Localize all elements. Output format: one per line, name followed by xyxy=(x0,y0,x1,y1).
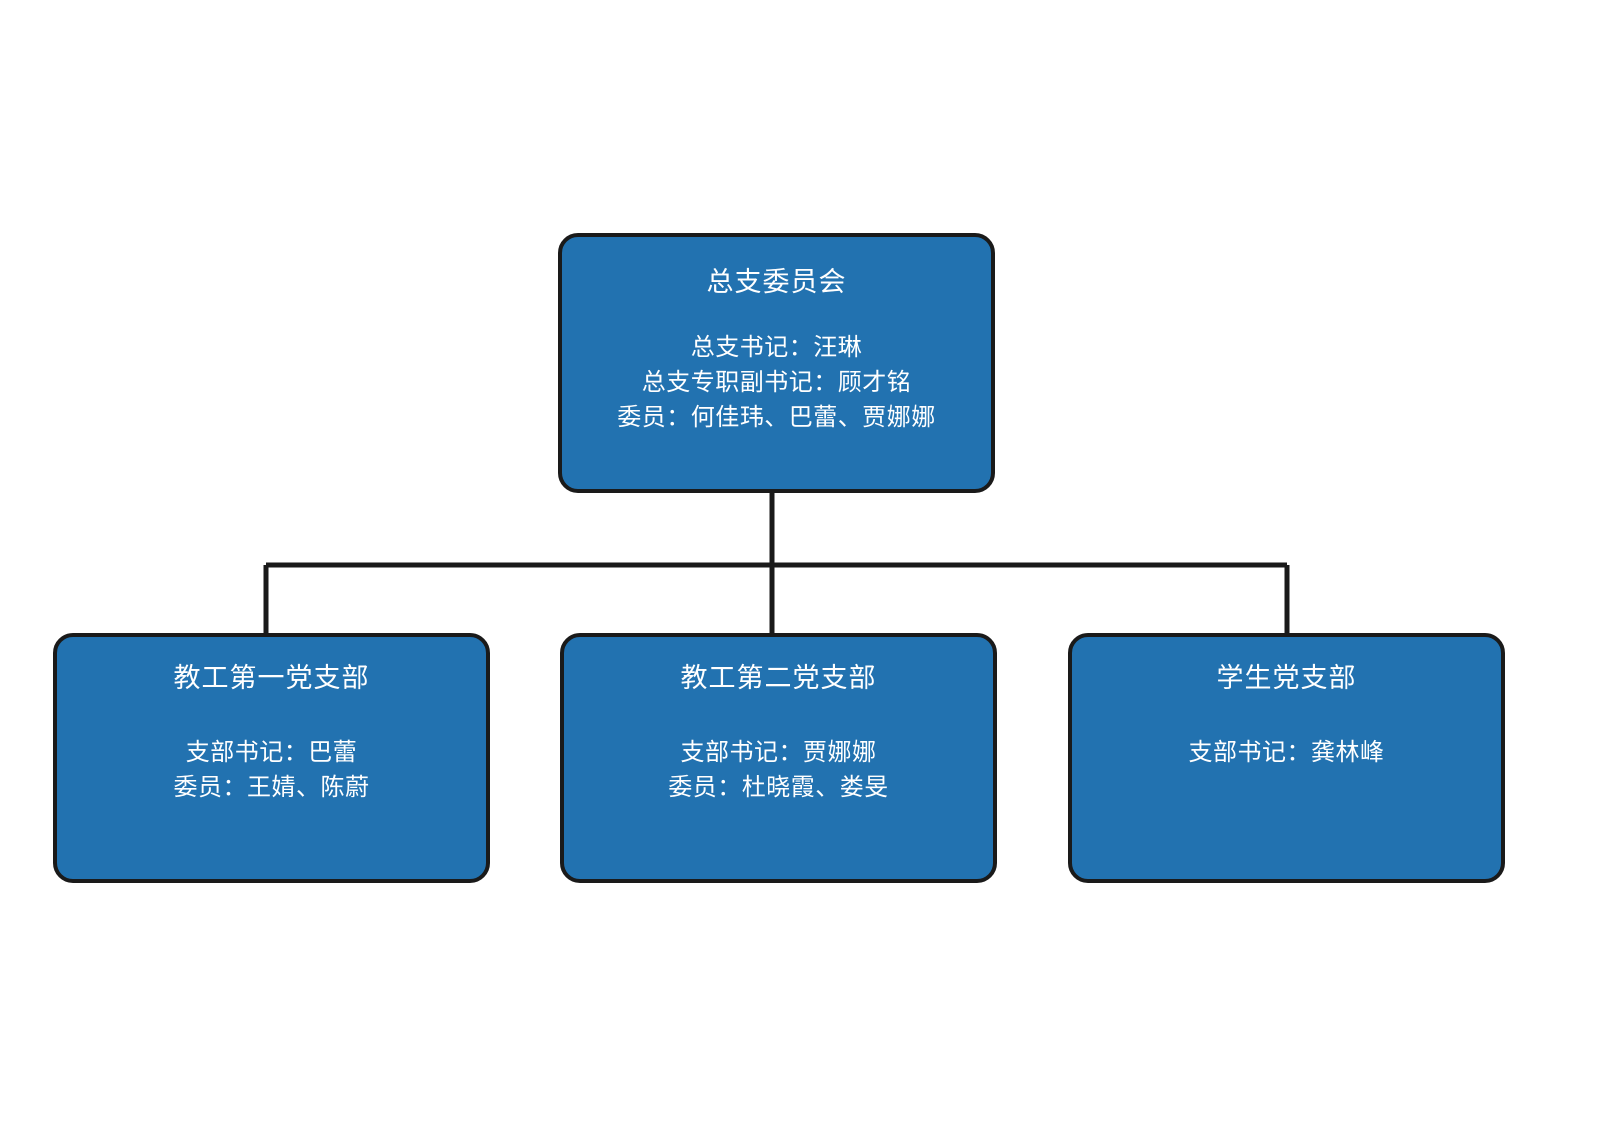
node-root-title: 总支委员会 xyxy=(706,267,847,297)
node-branch-2[interactable]: 教工第二党支部 支部书记：贾娜娜 委员：杜晓霞、娄旻 xyxy=(560,633,997,883)
node-root-line-3: 委员：何佳玮、巴蕾、贾娜娜 xyxy=(617,404,936,431)
node-branch-2-line-1: 支部书记：贾娜娜 xyxy=(680,739,877,766)
node-branch-1-title: 教工第一党支部 xyxy=(173,663,370,693)
node-root-line-2: 总支专职副书记：顾才铭 xyxy=(641,369,912,396)
node-branch-1-line-2: 委员：王婧、陈蔚 xyxy=(173,774,370,801)
node-root-body: 总支书记：汪琳 总支专职副书记：顾才铭 委员：何佳玮、巴蕾、贾娜娜 xyxy=(617,330,936,435)
node-branch-3-line-1: 支部书记：龚林峰 xyxy=(1188,739,1385,766)
node-branch-1[interactable]: 教工第一党支部 支部书记：巴蕾 委员：王婧、陈蔚 xyxy=(53,633,490,883)
node-branch-3[interactable]: 学生党支部 支部书记：龚林峰 xyxy=(1068,633,1505,883)
node-root-committee[interactable]: 总支委员会 总支书记：汪琳 总支专职副书记：顾才铭 委员：何佳玮、巴蕾、贾娜娜 xyxy=(558,233,995,493)
node-branch-3-title: 学生党支部 xyxy=(1216,663,1357,693)
node-branch-2-line-2: 委员：杜晓霞、娄旻 xyxy=(668,774,889,801)
node-branch-1-line-1: 支部书记：巴蕾 xyxy=(185,739,358,766)
node-root-line-1: 总支书记：汪琳 xyxy=(690,334,863,361)
node-branch-3-body: 支部书记：龚林峰 xyxy=(1189,735,1385,770)
node-branch-2-body: 支部书记：贾娜娜 委员：杜晓霞、娄旻 xyxy=(668,735,889,805)
node-branch-1-body: 支部书记：巴蕾 委员：王婧、陈蔚 xyxy=(174,735,370,805)
node-branch-2-title: 教工第二党支部 xyxy=(680,663,877,693)
